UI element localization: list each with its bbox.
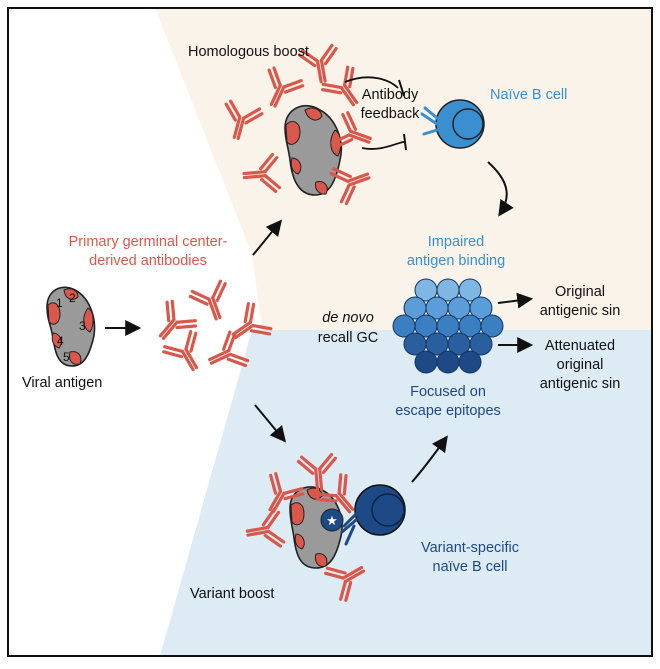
original-sin-label-1: Original: [555, 284, 605, 300]
variant-boost-label: Variant boost: [190, 586, 274, 602]
viral-antigen-label: Viral antigen: [22, 375, 102, 391]
mutated-epitope-star-icon: ★: [326, 513, 338, 528]
epitope-number: 2: [69, 291, 76, 305]
antibody-icon: [160, 328, 213, 380]
epitope-number: 4: [57, 334, 64, 348]
inhibition-bar: [398, 79, 405, 97]
antigen-icon: [284, 104, 342, 196]
primary-antibodies-label-1: Primary germinal center-: [69, 234, 228, 250]
antibody-feedback-label-1: Antibody: [362, 87, 419, 103]
variant-antigen-icon: [289, 486, 344, 569]
impaired-label-1: Impaired: [428, 234, 484, 250]
arrow-icon: [497, 292, 534, 309]
arrow-icon: [252, 219, 283, 256]
gc-cell: [414, 350, 438, 374]
focused-label-2: escape epitopes: [395, 403, 501, 419]
gc-cell: [436, 350, 460, 374]
de-novo-label: de novo: [322, 310, 374, 326]
variant-b-cell-label-1: Variant-specific: [421, 540, 519, 556]
antibody-feedback-label-2: feedback: [361, 106, 421, 122]
antibody-icon: [187, 278, 238, 327]
epitope-number: 5: [63, 350, 70, 364]
variant-panel: [160, 330, 652, 656]
impaired-label-2: antigen binding: [407, 253, 505, 269]
figure-frame: [7, 7, 653, 657]
naive-b-cell-icon: [420, 99, 485, 149]
homologous-boost-label: Homologous boost: [188, 44, 309, 60]
germinal-center-icon: [392, 278, 504, 374]
focused-label-1: Focused on: [410, 384, 486, 400]
gc-cell: [469, 296, 493, 320]
attenuated-label-2: original: [557, 357, 604, 373]
variant-b-cell-label-2: naïve B cell: [433, 559, 508, 575]
arrow-icon: [487, 161, 514, 217]
epitope-number: 1: [56, 296, 63, 310]
attenuated-label-1: Attenuated: [545, 338, 615, 354]
arrow-icon: [254, 404, 287, 443]
gc-cell: [480, 314, 504, 338]
attenuated-label-3: antigenic sin: [540, 376, 621, 392]
epitope-number: 3: [79, 319, 86, 333]
gc-cell: [469, 332, 493, 356]
viral-antigen-icon: [46, 286, 96, 367]
inhibition-bar: [403, 133, 407, 151]
variant-b-cell-icon: [340, 484, 406, 546]
inhibition-arrow-icon: [344, 76, 399, 89]
arrow-icon: [411, 435, 448, 483]
naive-b-cell-label: Naïve B cell: [490, 87, 567, 103]
primary-antibodies-label-2: derived antibodies: [89, 253, 207, 269]
antibody-icon: [146, 297, 200, 351]
original-sin-label-2: antigenic sin: [540, 303, 621, 319]
gc-cell: [458, 350, 482, 374]
recall-gc-label: recall GC: [318, 330, 378, 346]
inhibition-arrow-icon: [361, 141, 405, 150]
gc-cell: [458, 278, 482, 302]
